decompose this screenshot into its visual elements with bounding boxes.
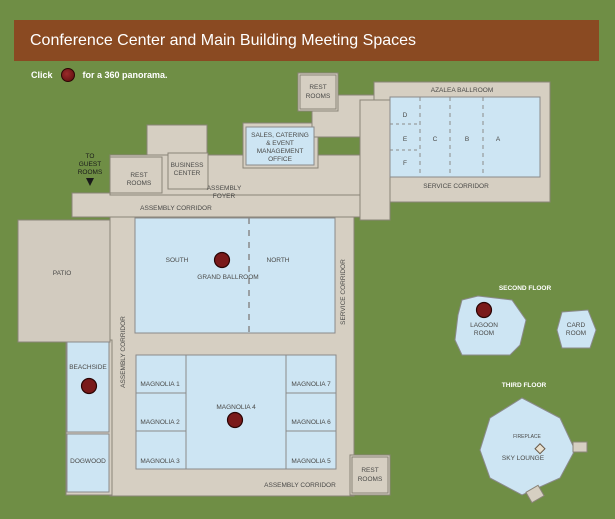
sales-office-label-4: OFFICE xyxy=(268,156,292,163)
map-labels: REST ROOMS AZALEA BALLROOM D E F C B A S… xyxy=(53,84,586,489)
azalea-connector xyxy=(359,99,391,221)
panorama-legend: Click for a 360 panorama. xyxy=(31,67,168,83)
rooms xyxy=(17,74,597,504)
service-corridor-top-label: SERVICE CORRIDOR xyxy=(423,183,489,190)
rest-rooms-top-label-2: ROOMS xyxy=(306,93,331,100)
panorama-hotspot-lagoon-room[interactable] xyxy=(475,301,493,319)
to-guest-rooms-label-1: TO xyxy=(86,153,95,160)
third-floor-label: THIRD FLOOR xyxy=(502,382,547,389)
lagoon-room-label-2: ROOM xyxy=(474,330,494,337)
panorama-hotspots xyxy=(80,251,493,429)
rest-rooms-left-label-1: REST xyxy=(130,172,147,179)
magnolia-2-label: MAGNOLIA 2 xyxy=(140,419,180,426)
legend-suffix-label: for a 360 panorama. xyxy=(82,70,168,80)
azalea-d-label: D xyxy=(403,112,408,119)
assembly-corridor-bottom-label: ASSEMBLY CORRIDOR xyxy=(264,482,336,489)
magnolia-5-label: MAGNOLIA 5 xyxy=(291,458,331,465)
rest-rooms-top-room xyxy=(299,74,337,110)
magnolia-4-label: MAGNOLIA 4 xyxy=(216,404,256,411)
card-room-label-1: CARD xyxy=(567,322,586,329)
patio-area xyxy=(17,219,111,343)
sales-office-label-3: MANAGEMENT xyxy=(257,148,304,155)
legend-click-label: Click xyxy=(31,70,53,80)
beachside-label: BEACHSIDE xyxy=(69,364,107,371)
rest-rooms-bottom-label-1: REST xyxy=(361,467,378,474)
magnolia-3-label: MAGNOLIA 3 xyxy=(140,458,180,465)
grand-ballroom xyxy=(134,217,336,334)
second-floor-label: SECOND FLOOR xyxy=(499,285,552,292)
sky-lounge-balcony xyxy=(572,441,588,453)
fireplace-label: FIREPLACE xyxy=(513,434,541,440)
sales-office-label-2: & EVENT xyxy=(266,140,294,147)
grand-ballroom-label: GRAND BALLROOM xyxy=(197,274,258,281)
sky-lounge-stair xyxy=(525,484,545,504)
rest-rooms-bottom-room xyxy=(351,456,389,494)
card-room xyxy=(556,309,597,349)
panorama-marker-icon xyxy=(60,68,75,82)
patio-label: PATIO xyxy=(53,270,72,277)
page-title: Conference Center and Main Building Meet… xyxy=(30,31,417,49)
panorama-hotspot-grand-ballroom[interactable] xyxy=(213,251,231,269)
rest-rooms-left-label-2: ROOMS xyxy=(127,180,152,187)
sky-lounge-label: SKY LOUNGE xyxy=(502,455,545,462)
lagoon-room-label-1: LAGOON xyxy=(470,322,498,329)
assembly-foyer-label-2: FOYER xyxy=(213,193,236,200)
lagoon-room xyxy=(454,295,527,356)
business-center-label-1: BUSINESS xyxy=(171,162,205,169)
card-room-label-2: ROOM xyxy=(566,330,586,337)
to-guest-rooms-label-2: GUEST xyxy=(79,161,101,168)
magnolia-7-room xyxy=(285,354,337,394)
azalea-ballroom-label: AZALEA BALLROOM xyxy=(431,87,494,94)
dogwood-room xyxy=(66,433,110,493)
azalea-b-label: B xyxy=(465,136,469,143)
title-bar: Conference Center and Main Building Meet… xyxy=(14,20,599,61)
magnolia-6-room xyxy=(285,392,337,432)
sky-lounge-room xyxy=(479,397,576,496)
rest-rooms-bottom-label-2: ROOMS xyxy=(358,476,383,483)
fireplace-icon xyxy=(534,443,546,455)
azalea-a-label: A xyxy=(496,136,501,143)
arrow-down-icon xyxy=(86,178,94,186)
service-corridor-right-label: SERVICE CORRIDOR xyxy=(340,259,347,325)
sales-office-room xyxy=(245,126,315,166)
business-center-label-2: CENTER xyxy=(174,170,201,177)
dogwood-label: DOGWOOD xyxy=(70,458,106,465)
magnolia-6-label: MAGNOLIA 6 xyxy=(291,419,331,426)
assembly-corridor-top-label: ASSEMBLY CORRIDOR xyxy=(140,205,212,212)
magnolia-5-room xyxy=(285,430,337,470)
business-center-room xyxy=(167,152,209,190)
rest-rooms-top-label-1: REST xyxy=(309,84,326,91)
assembly-corridor-left-label: ASSEMBLY CORRIDOR xyxy=(120,316,127,388)
panorama-hotspot-magnolia-4[interactable] xyxy=(226,411,244,429)
azalea-f-label: F xyxy=(403,160,407,167)
magnolia-7-label: MAGNOLIA 7 xyxy=(291,381,331,388)
azalea-ballroom-room xyxy=(389,96,541,178)
sales-office-label-1: SALES, CATERING xyxy=(251,132,309,139)
upper-left-block xyxy=(146,124,208,156)
rest-rooms-left-room xyxy=(109,156,163,194)
azalea-c-label: C xyxy=(433,136,438,143)
azalea-e-label: E xyxy=(403,136,408,143)
south-label: SOUTH xyxy=(166,257,189,264)
assembly-foyer-label-1: ASSEMBLY xyxy=(207,185,242,192)
to-guest-rooms-label-3: ROOMS xyxy=(78,169,103,176)
panorama-hotspot-beachside[interactable] xyxy=(80,377,98,395)
magnolia-1-label: MAGNOLIA 1 xyxy=(140,381,180,388)
north-label: NORTH xyxy=(267,257,290,264)
